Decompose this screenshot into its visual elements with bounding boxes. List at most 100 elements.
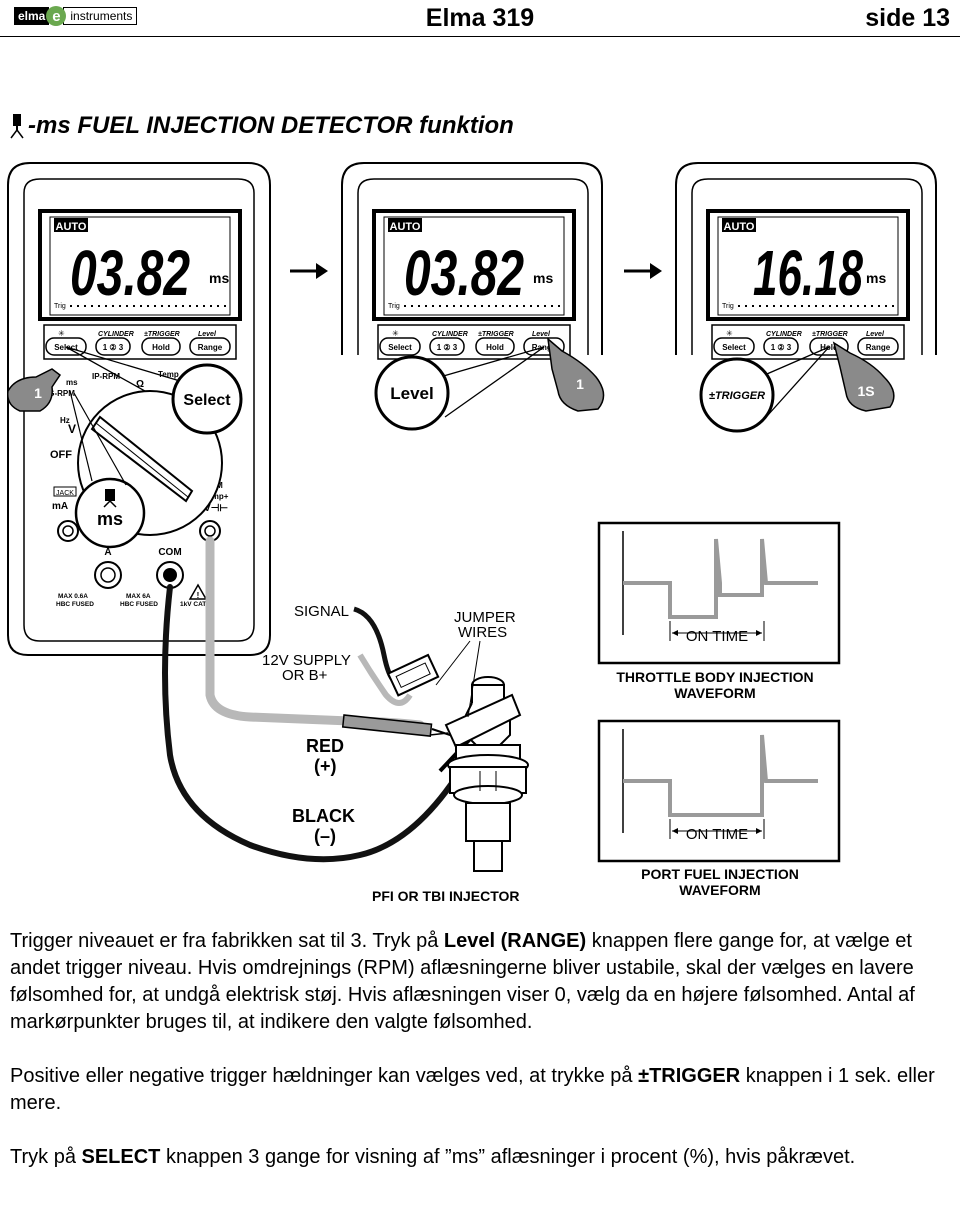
hbc-fused-2-label: HBC FUSED bbox=[120, 601, 158, 608]
meter-2-unit: ms bbox=[533, 270, 553, 286]
meter-3-cylinder-label: CYLINDER bbox=[766, 331, 802, 338]
meter-1-hold-button[interactable] bbox=[141, 337, 181, 356]
cat-rating-label: 1kV CAT bbox=[180, 601, 206, 608]
meter-2-cylinder-button[interactable] bbox=[429, 337, 465, 356]
sequence-arrow-2 bbox=[624, 263, 662, 279]
injector-label: PFI OR TBI INJECTOR bbox=[372, 888, 520, 904]
select-callout bbox=[171, 363, 243, 435]
select-callout-text: Select bbox=[183, 392, 231, 409]
on-time-label-2: ON TIME bbox=[686, 826, 748, 843]
meter-1: AUTO 03.82 ms Trig ✳ CYLINDER ±TRIGGER L… bbox=[7, 162, 271, 656]
paragraph-2: Positive eller negative trigger hældning… bbox=[10, 1063, 954, 1117]
press-count-2: 1 bbox=[576, 376, 584, 392]
meter-1-cylinder-button[interactable] bbox=[95, 337, 131, 356]
press-hand-3: 1S bbox=[832, 341, 895, 412]
meter-3-trig: Trig bbox=[722, 303, 734, 310]
dial-ohm-v-label: ΩV⊣⊢ bbox=[196, 503, 228, 514]
meter-1-trig: Trig bbox=[54, 303, 66, 310]
meter-3-select-button[interactable] bbox=[713, 337, 755, 356]
meter-connection-figure: AUTO 03.82 ms Trig ✳ CYLINDER ±TRIGGER L… bbox=[7, 162, 937, 904]
warning-icon bbox=[188, 583, 208, 600]
level-callout-text: Level bbox=[390, 384, 433, 403]
meter-2-trig: Trig bbox=[388, 303, 400, 310]
red-polarity-label: (+) bbox=[314, 756, 337, 776]
meter-2-hold-button[interactable] bbox=[475, 337, 515, 356]
meter-2-cylinder-label: CYLINDER bbox=[432, 331, 468, 338]
jack-label: JACK bbox=[56, 490, 74, 497]
section-title: -ms FUEL INJECTION DETECTOR funktion bbox=[8, 112, 514, 140]
p1-level-range: Level (RANGE) bbox=[443, 930, 587, 952]
black-polarity-label: (–) bbox=[314, 826, 336, 846]
meter-3-cylinder-button[interactable] bbox=[763, 337, 799, 356]
p3-text-c: knappen 3 gange for visning af ”ms” aflæ… bbox=[160, 1146, 856, 1168]
meter-3-auto: AUTO bbox=[724, 221, 755, 233]
elma-logo: elma e instruments bbox=[14, 6, 138, 26]
meter-3-reading: 16.18 bbox=[753, 237, 863, 309]
body-text: Trigger niveauet er fra fabrikken sat ti… bbox=[10, 928, 954, 1171]
document-title: Elma 319 bbox=[425, 4, 535, 32]
meter-3-level-label: Level bbox=[866, 331, 885, 338]
meter-2-trigger-label: ±TRIGGER bbox=[478, 331, 514, 338]
dial-ms-callout bbox=[74, 477, 146, 549]
dial-ms-label: ms bbox=[66, 378, 78, 387]
dial-ip-rpm-label: IP-RPM bbox=[92, 372, 120, 381]
injector-icon bbox=[10, 114, 24, 139]
dial-ms-callout-text: ms bbox=[97, 509, 123, 529]
meter-1-select-button[interactable] bbox=[45, 337, 87, 356]
meter-3-trigger-label: ±TRIGGER bbox=[812, 331, 848, 338]
signal-label: SIGNAL bbox=[294, 603, 349, 620]
meter-1-range-label: Range bbox=[198, 343, 223, 352]
meter-1-cylinder-btn-label: 1 ② 3 bbox=[103, 343, 124, 352]
com-jack-label: COM bbox=[158, 547, 181, 558]
meter-2: AUTO 03.82 ms Trig ✳ CYLINDER ±TRIGGER L… bbox=[341, 162, 605, 431]
meter-3: AUTO 16.18 ms Trig ✳ CYLINDER ±TRIGGER L… bbox=[675, 162, 937, 433]
p3-text-a: Tryk på bbox=[10, 1146, 82, 1168]
max-06a-label: MAX 0.6A bbox=[58, 593, 88, 600]
meter-3-range-label: Range bbox=[866, 343, 891, 352]
dial-temp-plus-label: Temp+ bbox=[203, 492, 229, 501]
trigger-callout-text: ±TRIGGER bbox=[709, 390, 765, 402]
red-lead-label: RED bbox=[306, 736, 344, 756]
p3-select: SELECT bbox=[81, 1146, 161, 1168]
meter-2-auto: AUTO bbox=[390, 221, 421, 233]
meter-2-level-label: Level bbox=[532, 331, 551, 338]
meter-2-select-button[interactable] bbox=[379, 337, 421, 356]
ma-label: mA bbox=[52, 501, 68, 512]
meter-1-auto: AUTO bbox=[56, 221, 87, 233]
dial-ohm-label: Ω bbox=[136, 379, 144, 390]
test-leads bbox=[162, 536, 473, 863]
dial-off-label: OFF bbox=[50, 449, 72, 461]
meter-1-range-button[interactable] bbox=[189, 337, 231, 356]
throttle-body-waveform: ON TIME THROTTLE BODY INJECTION WAVEFORM bbox=[597, 521, 841, 701]
p1-text-c: knappen flere gange for, at vælge et and… bbox=[10, 930, 915, 1033]
supply-label-2: OR B+ bbox=[282, 667, 328, 684]
fuel-injector bbox=[444, 676, 529, 872]
logo-elma-text: elma bbox=[14, 7, 50, 25]
dial-temp-label: Temp bbox=[158, 370, 179, 379]
a-jack-label: A bbox=[104, 547, 111, 558]
press-hand-2: 1 bbox=[546, 337, 605, 412]
meter-2-hold-label: Hold bbox=[486, 343, 504, 352]
waveform-2-caption: PORT FUEL INJECTION bbox=[641, 866, 799, 882]
page-header: elma e instruments Elma 319 side 13 bbox=[0, 0, 960, 37]
meter-3-range-button[interactable] bbox=[857, 337, 899, 356]
meter-1-hold-label: Hold bbox=[152, 343, 170, 352]
waveform-2-caption-2: WAVEFORM bbox=[679, 882, 760, 898]
meter-2-cylinder-btn-label: 1 ② 3 bbox=[437, 343, 458, 352]
sequence-arrow-1 bbox=[290, 263, 328, 279]
meter-1-reading: 03.82 bbox=[70, 237, 190, 309]
section-title-text: -ms FUEL INJECTION DETECTOR funktion bbox=[28, 112, 514, 139]
logo-e-mark: e bbox=[46, 6, 67, 26]
dial-hz-label: Hz bbox=[60, 416, 70, 425]
meter-1-trigger-label: ±TRIGGER bbox=[144, 331, 180, 338]
meter-3-select-label: Select bbox=[722, 343, 746, 352]
meter-1-cylinder-label: CYLINDER bbox=[98, 331, 134, 338]
meter-2-reading: 03.82 bbox=[404, 237, 524, 309]
jumper-label-2: WIRES bbox=[458, 624, 507, 641]
p1-text-a: Trigger niveauet er fra fabrikken sat ti… bbox=[10, 930, 444, 952]
meter-2-select-label: Select bbox=[388, 343, 412, 352]
max-6a-label: MAX 6A bbox=[126, 593, 151, 600]
page-number: side 13 bbox=[865, 4, 950, 32]
hbc-fused-1-label: HBC FUSED bbox=[56, 601, 94, 608]
meter-1-level-label: Level bbox=[198, 331, 217, 338]
